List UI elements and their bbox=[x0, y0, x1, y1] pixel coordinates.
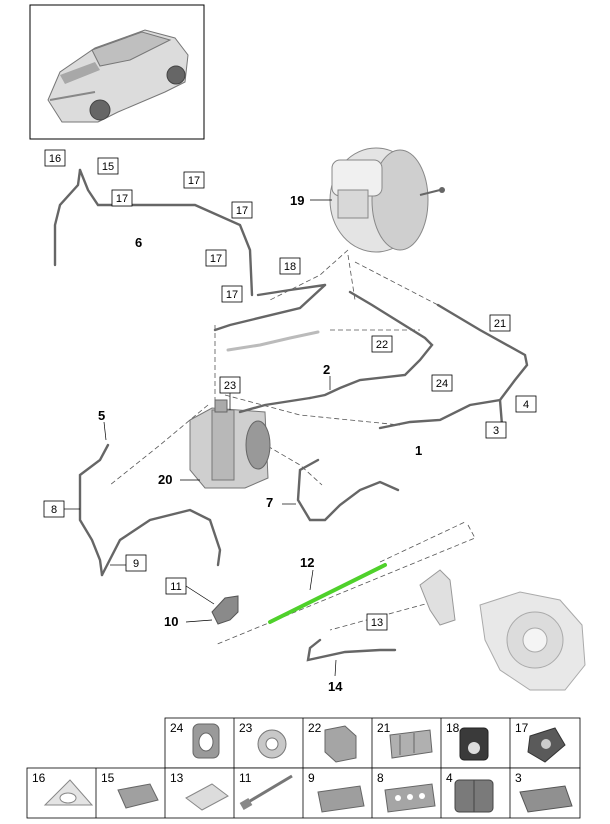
svg-text:3: 3 bbox=[493, 425, 499, 437]
brake-caliper-part bbox=[479, 591, 586, 691]
table-cell-number: 21 bbox=[377, 721, 391, 735]
table-cell-number: 8 bbox=[377, 771, 384, 785]
table-cell-number: 18 bbox=[446, 721, 460, 735]
table-cell-number: 9 bbox=[308, 771, 315, 785]
callout-17a: 17 bbox=[111, 189, 133, 207]
svg-text:17: 17 bbox=[210, 253, 222, 265]
bracket-part bbox=[419, 569, 456, 626]
callout-17b: 17 bbox=[183, 171, 205, 189]
table-cell-number: 15 bbox=[101, 771, 115, 785]
callout-18: 18 bbox=[279, 257, 301, 275]
callout-10: 10 bbox=[164, 614, 178, 629]
grommet-part-23 bbox=[257, 729, 287, 759]
svg-text:24: 24 bbox=[436, 378, 448, 390]
callout-2: 2 bbox=[323, 362, 330, 377]
grommet-part-16 bbox=[43, 779, 94, 806]
callout-17e: 17 bbox=[221, 285, 243, 303]
clip-part-15 bbox=[117, 783, 159, 809]
svg-text:21: 21 bbox=[494, 318, 506, 330]
callout-20: 20 bbox=[158, 472, 172, 487]
table-cell-number: 24 bbox=[170, 721, 184, 735]
callout-ticks bbox=[64, 199, 337, 677]
callout-4: 4 bbox=[515, 395, 537, 413]
svg-text:22: 22 bbox=[376, 339, 388, 351]
callout-5: 5 bbox=[98, 408, 105, 423]
svg-text:8: 8 bbox=[51, 504, 57, 516]
svg-text:17: 17 bbox=[188, 175, 200, 187]
clip-part-21 bbox=[389, 729, 433, 759]
callout-17c: 17 bbox=[231, 201, 253, 219]
callout-12: 12 bbox=[300, 555, 314, 570]
svg-text:18: 18 bbox=[284, 261, 296, 273]
table-cell-number: 17 bbox=[515, 721, 529, 735]
callout-16: 16 bbox=[44, 149, 66, 167]
svg-text:17: 17 bbox=[226, 289, 238, 301]
svg-text:17: 17 bbox=[116, 193, 128, 205]
bolt-part-11 bbox=[239, 774, 293, 810]
callout-24: 24 bbox=[431, 374, 453, 392]
callout-9: 9 bbox=[125, 554, 147, 572]
clip-part-9 bbox=[317, 785, 365, 813]
table-cell-number: 4 bbox=[446, 771, 453, 785]
callout-23: 23 bbox=[219, 376, 241, 394]
callout-11: 11 bbox=[165, 577, 187, 595]
table-cell-number: 3 bbox=[515, 771, 522, 785]
callout-6: 6 bbox=[135, 235, 142, 250]
table-cell-number: 22 bbox=[308, 721, 322, 735]
clip-part-24 bbox=[192, 723, 220, 759]
damper-part-4 bbox=[454, 779, 494, 813]
callout-14: 14 bbox=[328, 679, 343, 694]
callout-15: 15 bbox=[97, 157, 119, 175]
clip-part-18 bbox=[459, 727, 489, 761]
parts-table: 24 23 22 21 18 17 16 15 13 11 9 8 4 3 bbox=[26, 717, 581, 819]
holder-part bbox=[211, 595, 239, 625]
svg-text:9: 9 bbox=[133, 558, 139, 570]
callout-21: 21 bbox=[489, 314, 511, 332]
callout-17d: 17 bbox=[205, 249, 227, 267]
clip-part-17 bbox=[527, 727, 566, 763]
callout-22: 22 bbox=[371, 335, 393, 353]
brake-lines bbox=[53, 168, 529, 662]
vehicle-thumbnail bbox=[29, 4, 205, 140]
clip-part-8 bbox=[384, 783, 436, 813]
clip-part-13 bbox=[185, 783, 229, 811]
abs-unit-part bbox=[189, 399, 271, 489]
callout-8: 8 bbox=[43, 500, 65, 518]
svg-text:11: 11 bbox=[170, 581, 181, 593]
svg-text:15: 15 bbox=[102, 161, 114, 173]
leader-lines bbox=[109, 249, 476, 646]
table-cell-number: 13 bbox=[170, 771, 184, 785]
table-cell-number: 16 bbox=[32, 771, 46, 785]
highlighted-brake-hose bbox=[268, 563, 387, 624]
callout-3: 3 bbox=[485, 421, 507, 439]
svg-text:4: 4 bbox=[523, 399, 529, 411]
clip-part-22 bbox=[324, 725, 357, 763]
svg-text:23: 23 bbox=[224, 380, 236, 392]
callout-13: 13 bbox=[366, 613, 388, 631]
callout-19: 19 bbox=[290, 193, 304, 208]
svg-text:13: 13 bbox=[371, 617, 383, 629]
brake-booster-part bbox=[329, 147, 445, 253]
callout-1: 1 bbox=[415, 443, 422, 458]
table-cell-number: 11 bbox=[239, 771, 252, 785]
callout-7: 7 bbox=[266, 495, 273, 510]
svg-text:17: 17 bbox=[236, 205, 248, 217]
clip-part-3 bbox=[519, 785, 573, 813]
svg-text:16: 16 bbox=[49, 153, 61, 165]
table-cell-number: 23 bbox=[239, 721, 253, 735]
